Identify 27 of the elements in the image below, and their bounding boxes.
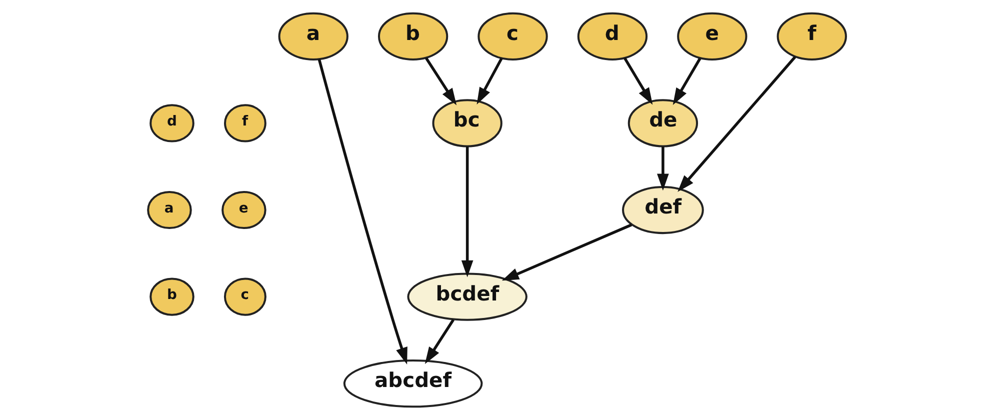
arrow [424,319,454,364]
arrow [460,146,473,278]
node-ellipse: d [149,104,194,142]
arrow [656,146,668,191]
node-ellipse: a [146,190,192,230]
node-ellipse: c [477,12,548,60]
arrow [476,58,502,104]
arrow [317,59,407,364]
node-ellipse: bcdef [406,272,527,321]
node-ellipse: e [221,190,266,230]
node-ellipse: b [149,278,194,316]
node-ellipse: c [223,278,266,316]
node-ellipse: d [576,12,648,60]
arrow [424,57,456,106]
node-ellipse: bc [432,99,502,148]
arrow [623,57,652,105]
node-ellipse: a [278,12,348,60]
node-ellipse: de [627,99,698,148]
node-ellipse: e [676,12,747,60]
arrow [677,56,796,192]
node-ellipse: abcdef [342,360,482,408]
node-ellipse: f [776,12,846,60]
node-ellipse: f [224,104,266,142]
node-ellipse: b [377,12,448,60]
arrow [501,224,632,281]
node-ellipse: def [622,186,704,234]
arrow [672,58,701,105]
